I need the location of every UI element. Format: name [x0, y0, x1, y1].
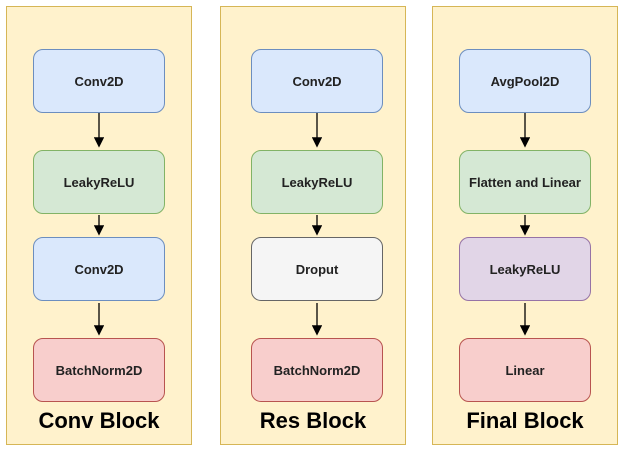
final-block-arrows	[519, 113, 531, 336]
conv2d-node: Conv2D	[33, 49, 165, 113]
res-block-panel: Conv2D LeakyReLU Droput BatchNorm2D Res …	[220, 6, 406, 445]
conv2d-node: Conv2D	[33, 237, 165, 301]
res-block-arrows	[311, 113, 323, 336]
conv-block-panel: Conv2D LeakyReLU Conv2D BatchNorm2D Conv…	[6, 6, 192, 445]
leakyrelu-node: LeakyReLU	[251, 150, 383, 214]
panel-title: Conv Block	[38, 408, 160, 433]
avgpool2d-node: AvgPool2D	[459, 49, 591, 113]
panel-title: Final Block	[466, 408, 584, 433]
flatten-linear-node: Flatten and Linear	[459, 150, 591, 214]
leakyrelu-node: LeakyReLU	[459, 237, 591, 301]
batchnorm2d-node: BatchNorm2D	[251, 338, 383, 402]
conv2d-node: Conv2D	[251, 49, 383, 113]
leakyrelu-node: LeakyReLU	[33, 150, 165, 214]
batchnorm2d-node: BatchNorm2D	[33, 338, 165, 402]
dropout-node: Droput	[251, 237, 383, 301]
panel-title: Res Block	[259, 408, 367, 433]
final-block-panel: AvgPool2D Flatten and Linear LeakyReLU L…	[432, 6, 618, 445]
conv-block-arrows	[93, 113, 105, 336]
linear-node: Linear	[459, 338, 591, 402]
